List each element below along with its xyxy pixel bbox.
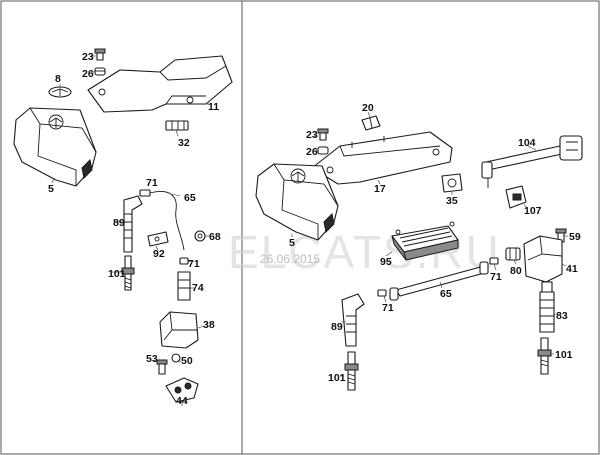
right-ignition-cable-65 (389, 261, 489, 301)
callout-l-11: 11 (208, 101, 219, 113)
right-ignition-module-95 (391, 221, 459, 261)
callout-r-71b: 71 (382, 302, 394, 314)
left-engine-cover-5 (13, 107, 97, 187)
left-cover-plate-11 (87, 55, 233, 113)
right-clip-20 (361, 115, 381, 131)
callout-l-53: 53 (146, 353, 158, 365)
callout-l-23: 23 (82, 51, 94, 63)
left-screw-53 (156, 359, 168, 375)
callout-r-59: 59 (569, 231, 581, 243)
callout-l-101: 101 (108, 268, 126, 280)
left-coil-connector-74 (177, 271, 191, 301)
left-connector-71b (179, 257, 189, 265)
callout-r-101a: 101 (328, 372, 346, 384)
callout-l-8: 8 (55, 73, 61, 85)
left-leaders (51, 55, 212, 406)
right-connector-80 (505, 247, 521, 261)
callout-r-20: 20 (362, 102, 374, 114)
left-ignition-cable-65 (149, 191, 185, 251)
callout-l-89: 89 (113, 217, 125, 229)
callout-r-23: 23 (306, 129, 318, 141)
callout-r-41: 41 (566, 263, 578, 275)
callout-r-80: 80 (510, 265, 522, 277)
callout-r-83: 83 (556, 310, 568, 322)
callout-r-107: 107 (524, 205, 542, 217)
right-connector-71a (489, 257, 499, 265)
callout-l-26: 26 (82, 68, 94, 80)
callout-l-38: 38 (203, 319, 215, 331)
left-nut-68 (194, 230, 206, 242)
left-clip-32 (165, 120, 189, 131)
right-coil-extension-83 (539, 291, 555, 333)
right-grommet-35 (441, 173, 463, 193)
right-spark-plug-101a (344, 351, 359, 391)
left-spark-plug-101 (121, 255, 135, 291)
callout-l-65: 65 (184, 192, 196, 204)
right-ignition-coil-41 (523, 235, 563, 293)
callout-l-71a: 71 (146, 177, 158, 189)
right-leaders (291, 111, 568, 377)
callout-r-89: 89 (331, 321, 343, 333)
left-bracket-92 (147, 231, 169, 247)
callout-l-92: 92 (153, 248, 165, 260)
watermark-date: 26.06.2015 (260, 252, 320, 266)
callout-l-74: 74 (192, 282, 204, 294)
right-spark-plug-101b (537, 337, 552, 375)
left-plug-connector-89 (123, 195, 143, 253)
callout-r-101b: 101 (555, 349, 573, 361)
callout-r-95: 95 (380, 256, 392, 268)
right-screw-23 (317, 128, 329, 141)
right-nut-26 (317, 146, 329, 155)
callout-r-26: 26 (306, 146, 318, 158)
left-nut-26 (94, 67, 106, 76)
right-sensor-104 (481, 135, 583, 188)
left-bracket-44 (165, 377, 199, 403)
callout-r-71a: 71 (490, 271, 502, 283)
callout-r-35: 35 (446, 195, 458, 207)
left-ignition-coil-38 (159, 311, 199, 349)
right-cover-plate-17 (311, 131, 453, 185)
right-plug-connector-89 (341, 293, 365, 347)
left-emblem-8 (48, 86, 72, 98)
callout-r-65: 65 (440, 288, 452, 300)
right-connector-71b (377, 289, 387, 297)
callout-l-68: 68 (209, 231, 221, 243)
callout-r-104: 104 (518, 137, 536, 149)
callout-r-5: 5 (289, 237, 295, 249)
right-connector-107 (505, 185, 527, 209)
callout-l-50: 50 (181, 355, 193, 367)
callout-l-5: 5 (48, 183, 54, 195)
right-engine-cover-5 (255, 163, 339, 241)
callout-r-17: 17 (374, 183, 386, 195)
callout-l-44: 44 (176, 395, 188, 407)
left-connector-71 (139, 189, 151, 197)
callout-l-71b: 71 (188, 258, 200, 270)
callout-l-32: 32 (178, 137, 190, 149)
left-screw-23 (94, 48, 106, 61)
